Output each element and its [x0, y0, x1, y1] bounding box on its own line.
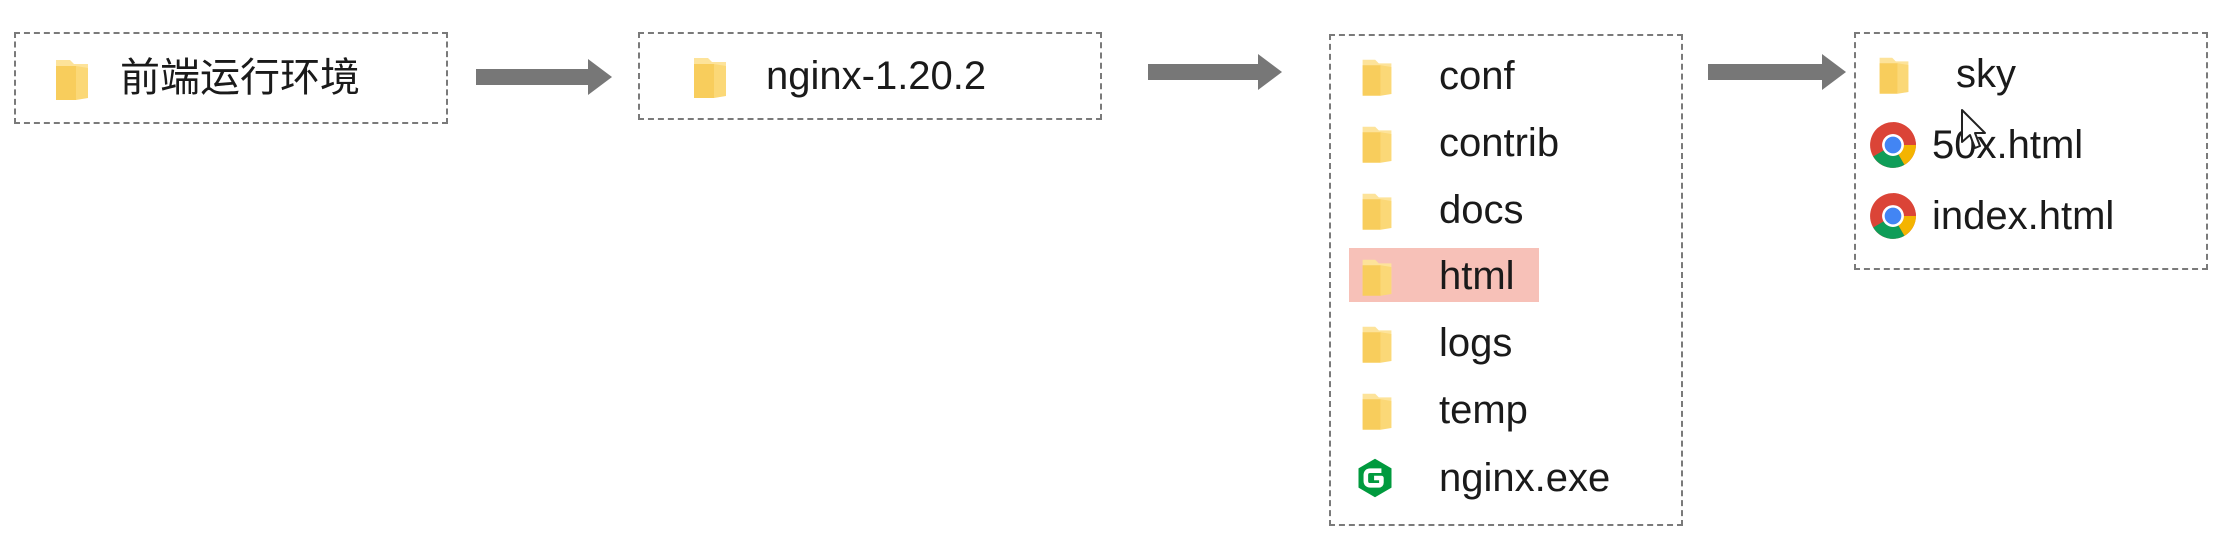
list-item-docs[interactable]: docs	[1359, 182, 1524, 238]
item-label: temp	[1439, 388, 1528, 432]
folder-icon	[1876, 51, 1912, 97]
html-contents-box: sky 50x.html index.html	[1854, 32, 2208, 270]
nginx-app-icon	[1353, 456, 1397, 500]
arrow-right-1	[476, 59, 612, 95]
arrow-right-2	[1148, 54, 1282, 90]
folder-item-nginx[interactable]: nginx-1.20.2	[690, 48, 986, 104]
list-item-logs[interactable]: logs	[1359, 315, 1512, 371]
folder-icon	[1359, 387, 1395, 433]
nginx-contents-box: conf contrib docs html logs temp nginx.e…	[1329, 34, 1683, 526]
folder-label: 前端运行环境	[120, 56, 360, 100]
mouse-cursor-icon	[1961, 109, 1986, 149]
folder-label: nginx-1.20.2	[766, 54, 987, 98]
item-label: logs	[1439, 321, 1513, 365]
nginx-folder-box: nginx-1.20.2	[638, 32, 1102, 120]
folder-icon	[690, 51, 730, 101]
item-label: html	[1439, 254, 1515, 298]
item-label: contrib	[1439, 121, 1560, 165]
folder-icon	[1359, 187, 1395, 233]
list-item-nginx-exe[interactable]: nginx.exe	[1353, 450, 1610, 506]
chrome-icon	[1868, 120, 1918, 170]
folder-icon	[1359, 120, 1395, 166]
item-label: sky	[1956, 52, 2016, 96]
item-label: 50x.html	[1932, 123, 2084, 167]
chrome-icon	[1868, 191, 1918, 241]
list-item-temp[interactable]: temp	[1359, 382, 1528, 438]
list-item-conf[interactable]: conf	[1359, 48, 1515, 104]
folder-icon	[52, 53, 92, 103]
folder-icon	[1359, 253, 1395, 299]
item-label: conf	[1439, 54, 1515, 98]
arrow-right-3	[1708, 54, 1846, 90]
folder-item-frontend-env[interactable]: 前端运行环境	[52, 50, 360, 106]
item-label: index.html	[1932, 194, 2115, 238]
list-item-50x-html[interactable]: 50x.html	[1868, 117, 2083, 173]
list-item-contrib[interactable]: contrib	[1359, 115, 1559, 171]
folder-icon	[1359, 320, 1395, 366]
folder-icon	[1359, 53, 1395, 99]
item-label: docs	[1439, 188, 1524, 232]
frontend-env-box: 前端运行环境	[14, 32, 448, 124]
list-item-html[interactable]: html	[1359, 248, 1515, 304]
list-item-sky[interactable]: sky	[1876, 46, 2016, 102]
list-item-index-html[interactable]: index.html	[1868, 188, 2114, 244]
item-label: nginx.exe	[1439, 456, 1611, 500]
